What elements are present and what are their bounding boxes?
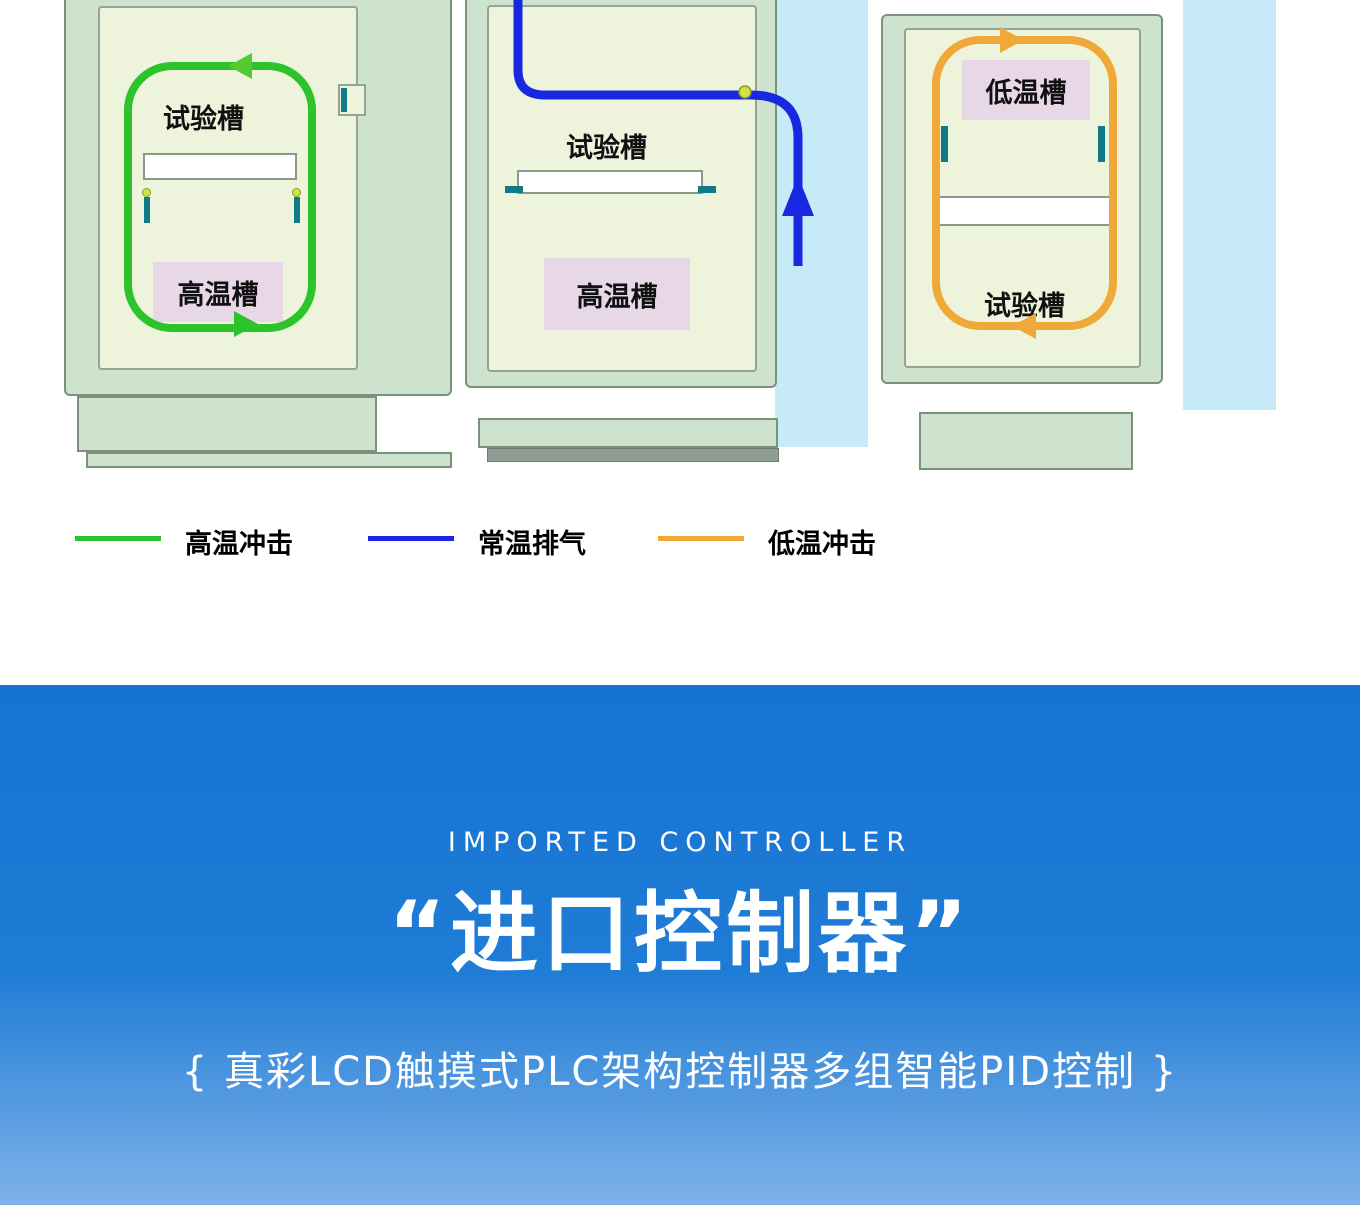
promo-title: “进口控制器” <box>388 882 972 985</box>
chamber-shelf-1 <box>143 153 297 180</box>
damper-dot <box>292 188 301 197</box>
machine-baseplate-1 <box>86 452 452 468</box>
chamber-label-text: 高温槽 <box>177 279 259 311</box>
sensor-mark <box>941 126 948 162</box>
machine-base-2 <box>478 418 778 448</box>
legend-swatch-low-temp <box>658 536 744 541</box>
machine-pedestal-1 <box>77 396 377 452</box>
chamber-label-hot-2: 高温槽 <box>544 258 690 330</box>
damper-dot <box>142 188 151 197</box>
legend-swatch-high-temp <box>75 536 161 541</box>
legend-label-low-temp: 低温冲击 <box>768 529 876 560</box>
chamber-label-hot-1: 高温槽 <box>153 262 283 322</box>
sensor-mark <box>341 88 347 112</box>
legend-label-exhaust: 常温排气 <box>478 529 586 560</box>
chamber-label-test-2: 试验槽 <box>566 133 647 164</box>
airflow-diagram-section: 试验槽 高温槽 试验槽 高温槽 低温槽 <box>64 0 1276 560</box>
flow-arrow-icon <box>234 311 258 337</box>
promo-subtitle: { 真彩LCD触摸式PLC架构控制器多组智能PID控制 } <box>181 1048 1179 1095</box>
promo-eyebrow: IMPORTED CONTROLLER <box>447 827 913 858</box>
low-temp-flow-loop <box>932 36 1117 330</box>
flow-arrow-icon <box>1012 313 1036 339</box>
sensor-mark <box>1098 126 1105 162</box>
sensor-mark <box>505 186 523 193</box>
high-temp-flow-loop <box>124 62 316 332</box>
sensor-mark <box>294 197 300 223</box>
chamber-label-text: 低温槽 <box>985 77 1067 109</box>
flow-arrow-icon <box>1000 27 1024 53</box>
chamber-shelf-2 <box>517 170 703 194</box>
chamber-label-text: 高温槽 <box>576 281 658 313</box>
exhaust-duct-right <box>1183 0 1276 410</box>
chamber-label-test-1: 试验槽 <box>163 104 244 135</box>
legend-swatch-exhaust <box>368 536 454 541</box>
exhaust-duct-middle <box>775 0 868 447</box>
chamber-shelf-3 <box>934 196 1114 226</box>
flow-arrow-icon <box>228 53 252 79</box>
machine-base-shadow-2 <box>487 448 779 462</box>
machine-pedestal-3 <box>919 412 1133 470</box>
legend-label-high-temp: 高温冲击 <box>185 529 293 560</box>
promo-section: IMPORTED CONTROLLER “进口控制器” { 真彩LCD触摸式PL… <box>0 685 1360 1205</box>
sensor-mark <box>698 186 716 193</box>
sensor-mark <box>144 197 150 223</box>
chamber-label-cold-3: 低温槽 <box>962 60 1090 120</box>
